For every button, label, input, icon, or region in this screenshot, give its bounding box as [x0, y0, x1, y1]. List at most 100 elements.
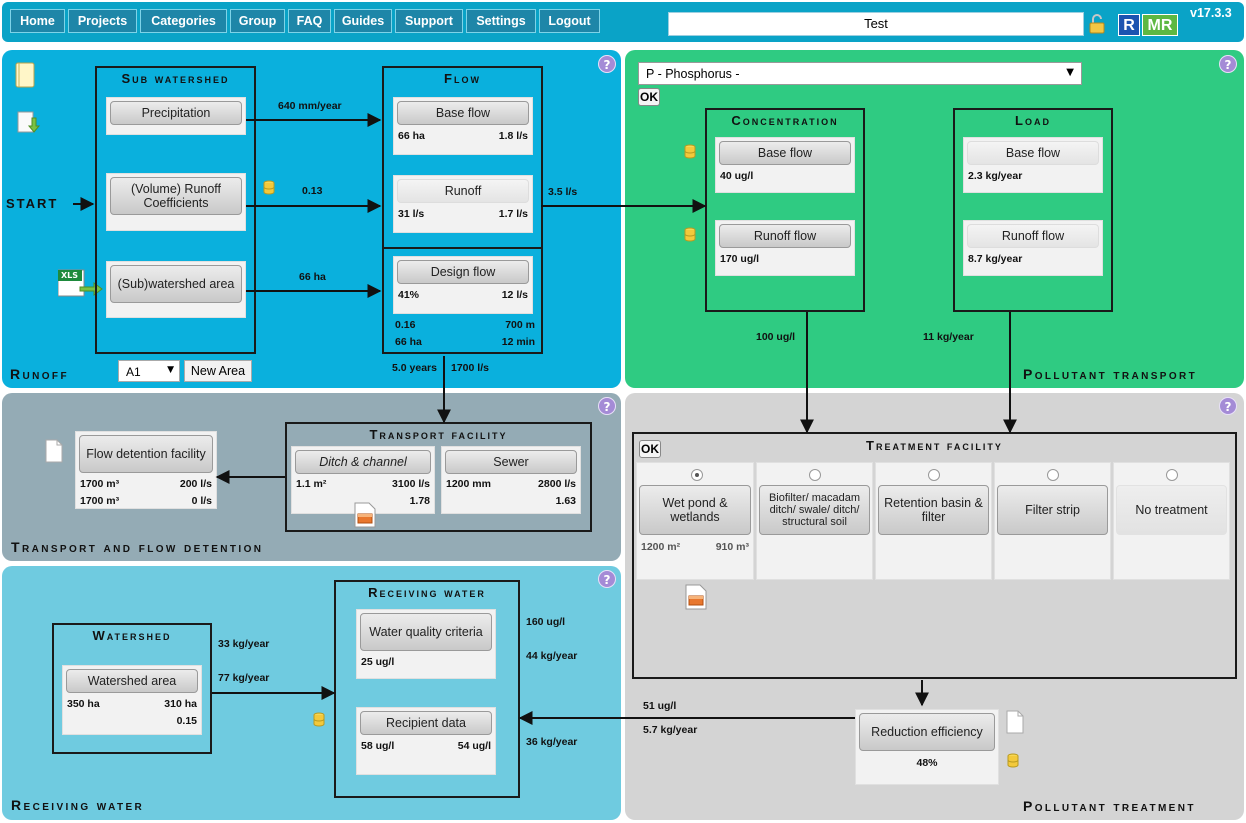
reduction-efficiency-button[interactable]: Reduction efficiency — [859, 713, 995, 751]
nav-group[interactable]: Group — [230, 9, 285, 33]
design-flow-button[interactable]: Design flow — [397, 260, 529, 284]
database-icon[interactable] — [684, 144, 696, 159]
treatment-radio-3[interactable] — [928, 469, 940, 481]
runoff-button[interactable]: Runoff — [397, 179, 529, 203]
nav-faq[interactable]: FAQ — [288, 9, 331, 33]
nav-categories[interactable]: Categories — [140, 9, 227, 33]
pollutant-select[interactable]: P - Phosphorus - ▼ — [638, 62, 1082, 85]
nav-home[interactable]: Home — [10, 9, 65, 33]
sewer-button[interactable]: Sewer — [445, 450, 577, 474]
treatment-option-button-5[interactable]: No treatment — [1116, 485, 1227, 535]
area-select[interactable]: A1 ▼ — [118, 360, 180, 382]
transport-facility-title: Transport facility — [369, 427, 508, 442]
flow-detention-card: Flow detention facility 1700 m³ 200 l/s … — [75, 431, 217, 509]
load-base-flow-card: Base flow 2.3 kg/year — [963, 137, 1103, 193]
new-area-button[interactable]: New Area — [184, 360, 252, 382]
treatment-radio-1[interactable] — [691, 469, 703, 481]
water-quality-criteria-button[interactable]: Water quality criteria — [360, 613, 492, 651]
transport-help-icon[interactable]: ? — [1219, 55, 1237, 73]
project-name-field[interactable]: Test — [668, 12, 1084, 36]
treatment-option-button-2[interactable]: Biofilter/ macadam ditch/ swale/ ditch/ … — [759, 485, 870, 535]
database-icon[interactable] — [684, 227, 696, 242]
treatment-option-card-3: Retention basin & filter — [875, 462, 992, 580]
nav-support[interactable]: Support — [395, 9, 463, 33]
concentration-title: Concentration — [731, 113, 839, 128]
treatment-help-icon[interactable]: ? — [1219, 397, 1237, 415]
ditch-velocity: 1.78 — [409, 495, 430, 507]
import-icon[interactable] — [16, 110, 41, 136]
runoff-coefficients-button[interactable]: (Volume) Runoff Coefficients — [110, 177, 242, 215]
conc-base-flow-card: Base flow 40 ug/l — [715, 137, 855, 193]
database-icon[interactable] — [1007, 753, 1019, 768]
mr-logo[interactable]: MR — [1142, 14, 1178, 36]
transport-panel-title: Pollutant transport — [1023, 366, 1198, 382]
precipitation-button[interactable]: Precipitation — [110, 101, 242, 125]
flow-length: 700 m — [505, 319, 535, 331]
concentration-output: 100 ug/l — [756, 331, 796, 343]
treatment-option-button-1[interactable]: Wet pond & wetlands — [639, 485, 751, 535]
base-flow-button[interactable]: Base flow — [397, 101, 529, 125]
nav-projects[interactable]: Projects — [68, 9, 137, 33]
receiving-water-box-title: Receiving water — [368, 585, 486, 600]
runoff-mean-flow: 1.7 l/s — [498, 208, 528, 220]
start-label: START — [6, 196, 59, 211]
database-icon[interactable] — [313, 712, 325, 727]
runoff-coefficients-card: (Volume) Runoff Coefficients — [106, 173, 246, 231]
watershed-area-button-2[interactable]: Watershed area — [66, 669, 198, 693]
unlock-icon[interactable] — [1088, 14, 1106, 34]
treatment-radio-4[interactable] — [1047, 469, 1059, 481]
receiving-water-box: Receiving water Water quality criteria 2… — [334, 580, 520, 798]
sewer-diameter: 1200 mm — [446, 478, 491, 490]
database-icon[interactable] — [263, 180, 275, 195]
detention-volume-2: 1700 m³ — [80, 495, 120, 507]
recipient-data-button[interactable]: Recipient data — [360, 711, 492, 735]
version-label: v17.3.3 — [1190, 6, 1232, 20]
treated-load: 5.7 kg/year — [643, 724, 698, 736]
nav-guides[interactable]: Guides — [334, 9, 392, 33]
pollutant-select-value: P - Phosphorus - — [646, 67, 740, 81]
treatment-radio-5[interactable] — [1166, 469, 1178, 481]
runoff-help-icon[interactable]: ? — [598, 55, 616, 73]
pollutant-treatment-panel: ? OK Treatment facility Wet pond & wetla… — [625, 393, 1244, 820]
watershed-area-card: (Sub)watershed area — [106, 261, 246, 318]
load-runoff-flow-button[interactable]: Runoff flow — [967, 224, 1099, 248]
document-icon[interactable] — [1005, 710, 1025, 734]
r-logo[interactable]: R — [1118, 14, 1140, 36]
ditch-channel-button[interactable]: Ditch & channel — [295, 450, 431, 474]
nav-settings[interactable]: Settings — [466, 9, 536, 33]
detention-help-icon[interactable]: ? — [598, 397, 616, 415]
sub-watershed-title: Sub watershed — [121, 71, 230, 86]
treatment-option-card-4: Filter strip — [994, 462, 1111, 580]
recipient-value-2: 54 ug/l — [457, 740, 491, 752]
notebook-icon[interactable] — [14, 62, 36, 88]
pollutant-ok-button[interactable]: OK — [638, 88, 660, 106]
detention-panel-title: Transport and flow detention — [11, 539, 264, 555]
ditch-capacity: 3100 l/s — [392, 478, 430, 490]
runoff-output-label: 3.5 l/s — [548, 186, 578, 198]
treatment-radio-2[interactable] — [809, 469, 821, 481]
recipient-data-card: Recipient data 58 ug/l 54 ug/l — [356, 707, 496, 775]
wet-pond-volume: 910 m³ — [715, 541, 749, 553]
conc-runoff-flow-button[interactable]: Runoff flow — [719, 224, 851, 248]
treatment-option-button-4[interactable]: Filter strip — [997, 485, 1108, 535]
report-icon[interactable] — [684, 584, 708, 610]
nav-logout[interactable]: Logout — [539, 9, 600, 33]
receiving-panel-title: Receiving water — [11, 797, 145, 813]
load-base-flow-button[interactable]: Base flow — [967, 141, 1099, 165]
base-flow-card: Base flow 66 ha 1.8 l/s — [393, 97, 533, 155]
receiving-help-icon[interactable]: ? — [598, 570, 616, 588]
conc-base-flow-button[interactable]: Base flow — [719, 141, 851, 165]
treatment-option-button-3[interactable]: Retention basin & filter — [878, 485, 989, 535]
report-icon[interactable] — [353, 502, 377, 528]
watershed-area-card-2: Watershed area 350 ha 310 ha 0.15 — [62, 665, 202, 735]
document-icon[interactable] — [44, 439, 64, 463]
xls-import-icon[interactable]: XLS — [57, 268, 104, 298]
watershed-area-button[interactable]: (Sub)watershed area — [110, 265, 242, 303]
load-base-flow-value: 2.3 kg/year — [968, 170, 1023, 182]
conc-runoff-flow-card: Runoff flow 170 ug/l — [715, 220, 855, 276]
treatment-ok-button[interactable]: OK — [639, 440, 661, 458]
watershed-load-2: 77 kg/year — [218, 672, 270, 684]
flow-detention-button[interactable]: Flow detention facility — [79, 435, 213, 473]
receiving-side-value-3: 36 kg/year — [526, 736, 578, 748]
base-flow-value: 1.8 l/s — [498, 130, 528, 142]
